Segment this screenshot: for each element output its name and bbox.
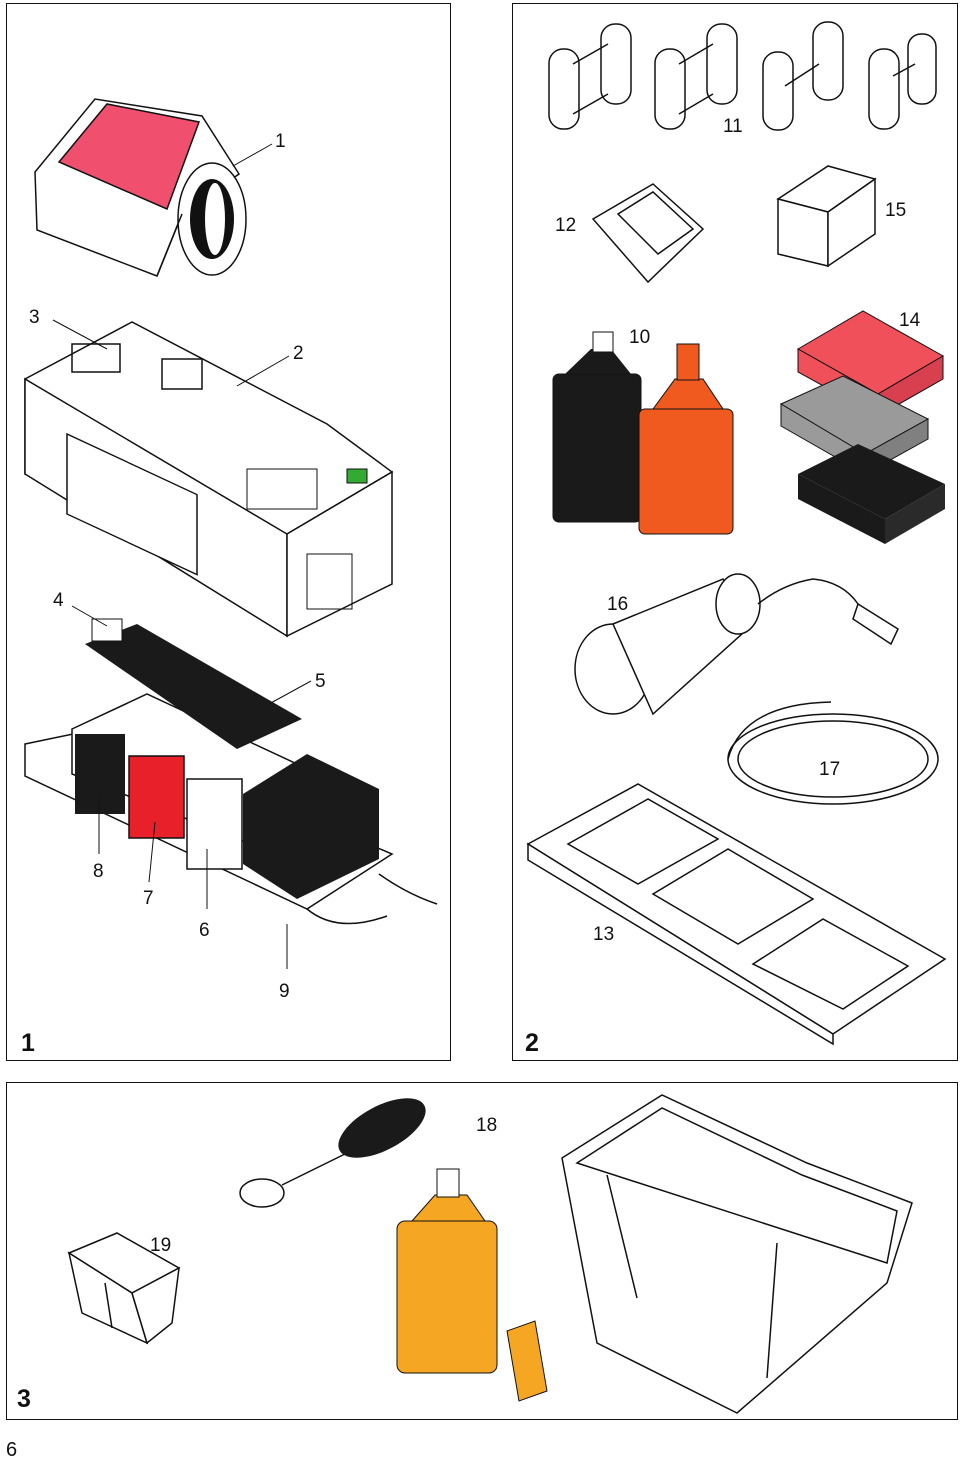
callout-16: 16 <box>607 594 628 615</box>
cleaning-brush-illustration <box>239 1098 426 1208</box>
callout-13: 13 <box>593 924 614 945</box>
panel-3: 19 18 3 <box>6 1082 958 1420</box>
tubing-illustration <box>727 701 939 805</box>
chemistry-bottles-illustration <box>552 331 734 535</box>
panel-1-illustration: 1 3 2 4 <box>24 98 438 1002</box>
callout-3: 3 <box>29 307 40 328</box>
callout-17: 17 <box>819 759 840 780</box>
callout-12: 12 <box>555 215 576 236</box>
panel-1: 1 3 2 4 <box>6 3 451 1061</box>
panel-3-illustration: 19 18 <box>67 1094 913 1414</box>
orange-bottle <box>638 408 734 535</box>
black-bottle <box>552 373 642 523</box>
film-holder-illustration <box>591 183 705 284</box>
processing-tank-illustration <box>561 1094 913 1414</box>
processor-unit-illustration <box>24 321 394 638</box>
callout-5: 5 <box>315 671 326 692</box>
callout-10: 10 <box>629 327 650 348</box>
callout-11: 11 <box>723 116 743 137</box>
filter-housing-illustration <box>34 98 247 277</box>
white-tank <box>186 778 243 870</box>
callout-14: 14 <box>899 310 921 331</box>
measuring-cup-illustration <box>67 1232 181 1345</box>
panel-2-illustration: 11 12 15 10 <box>526 21 947 1046</box>
callout-9: 9 <box>279 981 290 1002</box>
cleaner-bottle-illustration <box>396 1168 548 1402</box>
panel-2-label: 2 <box>525 1029 539 1057</box>
drive-unit <box>243 754 379 899</box>
callout-1: 1 <box>275 131 286 152</box>
red-tank <box>128 755 185 839</box>
film-reels-illustration <box>548 21 937 131</box>
page-number: 6 <box>6 1439 18 1461</box>
roller-rack <box>85 624 302 749</box>
pump-illustration <box>574 573 899 716</box>
callout-15: 15 <box>885 200 906 221</box>
callout-6: 6 <box>199 920 210 941</box>
panel-3-label: 3 <box>17 1385 31 1413</box>
yellow-bottle <box>396 1220 498 1374</box>
callout-19: 19 <box>150 1235 171 1256</box>
film-tray-illustration <box>526 783 947 1046</box>
panel-2: 11 12 15 10 <box>512 3 958 1061</box>
callout-2: 2 <box>293 343 304 364</box>
callout-4: 4 <box>53 590 64 611</box>
callout-18: 18 <box>476 1115 497 1136</box>
storage-box-illustration <box>776 165 877 268</box>
pink-filter-window <box>57 103 201 211</box>
callout-7: 7 <box>143 888 154 909</box>
callout-8: 8 <box>93 861 104 882</box>
vent-grille <box>246 468 318 510</box>
color-pads-illustration <box>779 310 945 544</box>
panel-1-label: 1 <box>21 1029 35 1057</box>
processing-tray-illustration <box>24 618 438 925</box>
